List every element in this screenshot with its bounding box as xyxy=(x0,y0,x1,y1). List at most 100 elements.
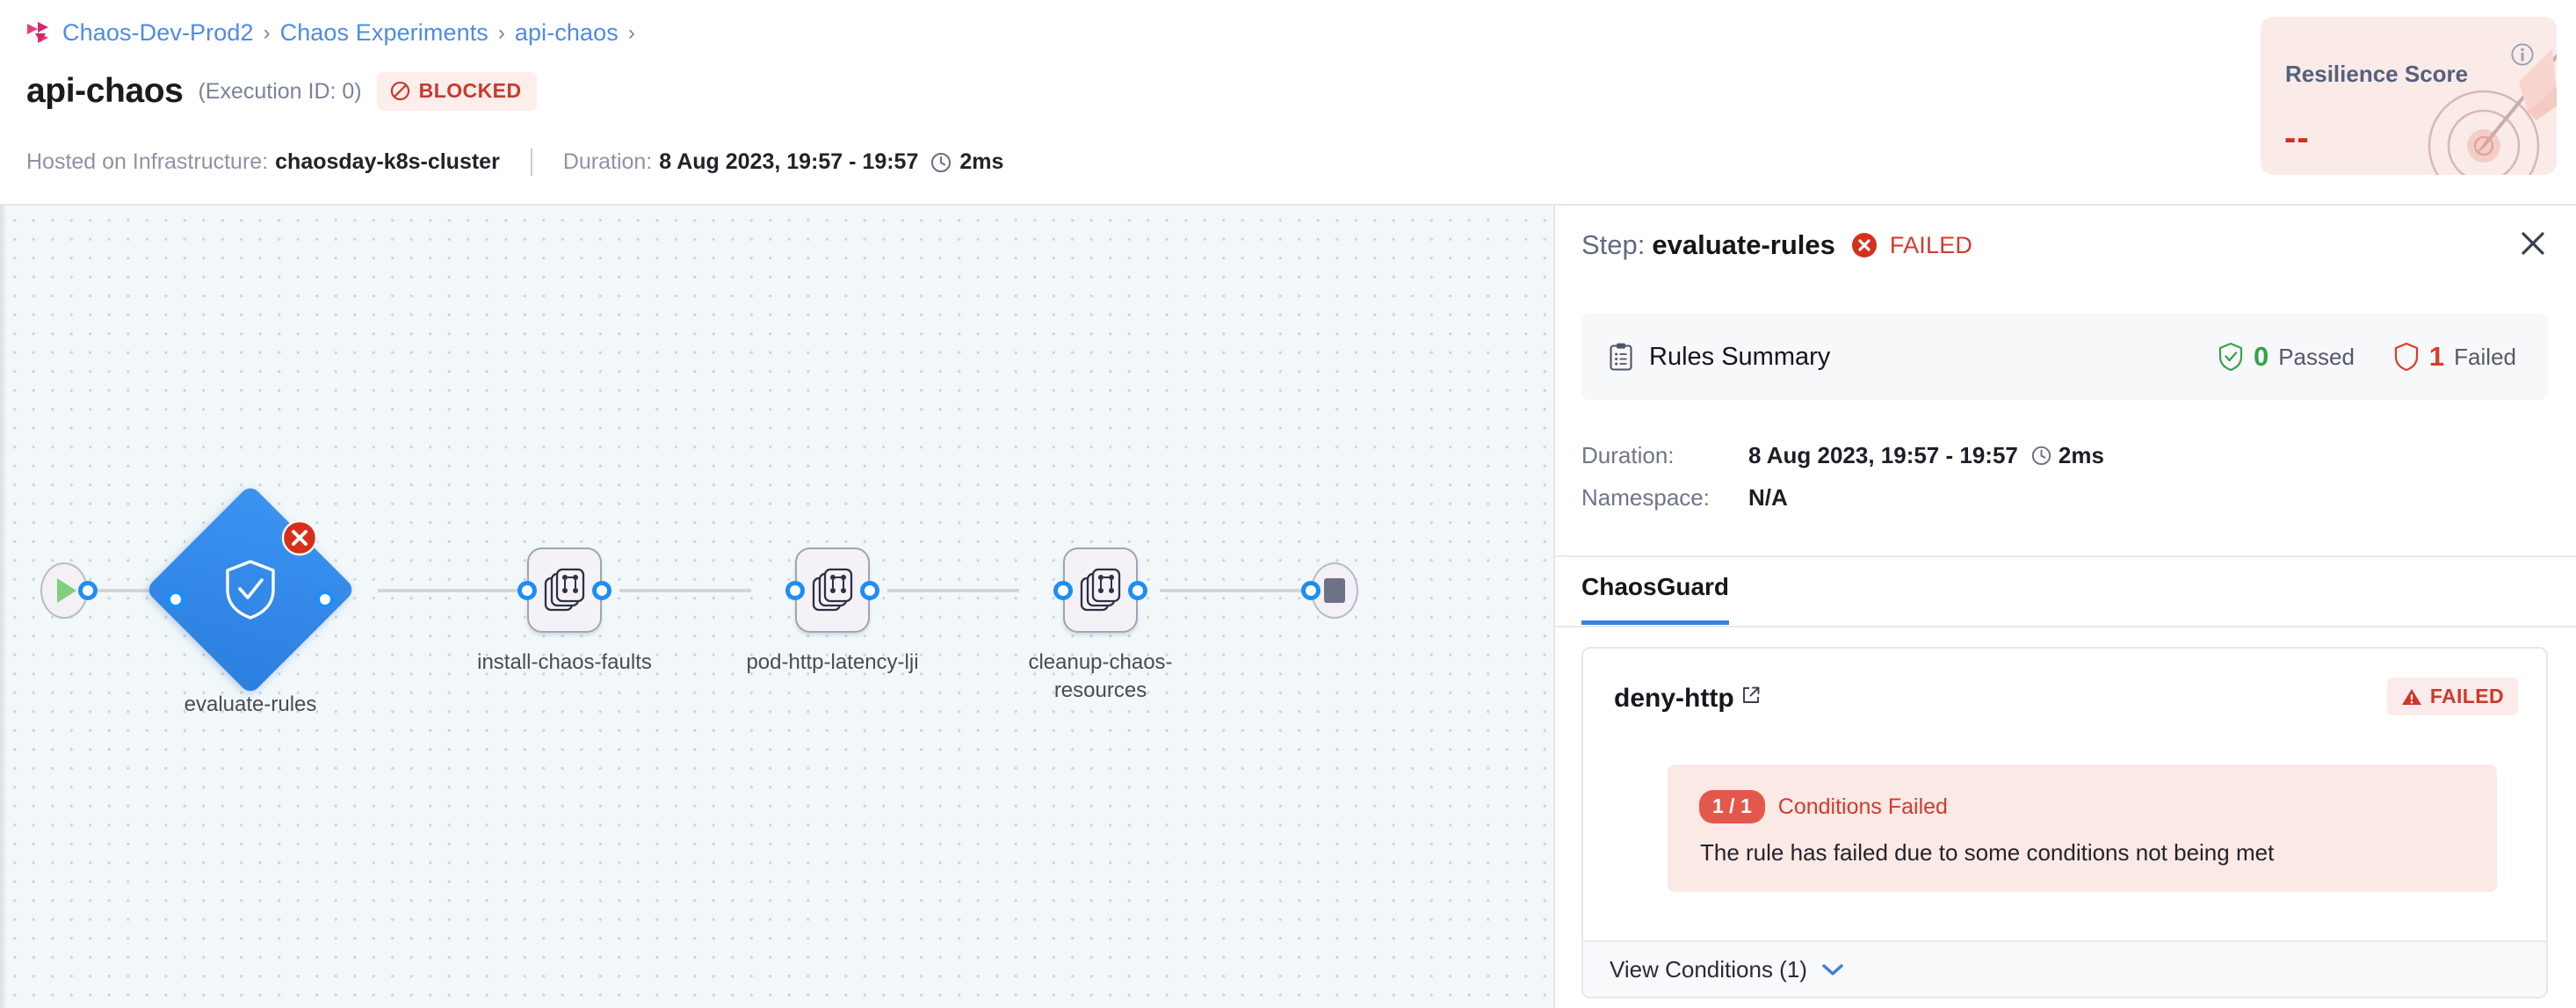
node-port-left[interactable] xyxy=(1053,580,1073,600)
graph-node-pod-http-latency-lji[interactable]: pod-http-latency-lji xyxy=(746,548,919,674)
node-port-left[interactable] xyxy=(785,580,805,600)
rule-card-header: deny-http xyxy=(1614,684,1761,714)
graph-node-label: evaluate-rules xyxy=(184,693,317,716)
diamond-icon-wrap xyxy=(176,515,325,664)
clipboard-icon xyxy=(1610,343,1632,371)
rule-card-deny-http: deny-http FAILED 1 / 1 Condition xyxy=(1581,647,2548,998)
duration-label: Duration: xyxy=(562,149,653,174)
blocked-circle-icon xyxy=(390,81,409,101)
infra-value: chaosday-k8s-cluster xyxy=(275,149,500,174)
title-row: api-chaos (Execution ID: 0) BLOCKED xyxy=(26,72,537,111)
step-status: FAILED xyxy=(1889,231,1973,258)
node-port-left[interactable] xyxy=(517,580,537,600)
panel-header: Step: evaluate-rules FAILED xyxy=(1555,206,2576,292)
execution-id: (Execution ID: 0) xyxy=(198,78,362,104)
detail-row-namespace: Namespace: N/A xyxy=(1581,476,2104,519)
pipeline-graph-canvas[interactable]: evaluate-rules install xyxy=(0,206,1553,1008)
target-dart-icon xyxy=(2428,48,2557,175)
rules-failed-stat: 1 Failed xyxy=(2393,341,2516,373)
rule-status-badge: FAILED xyxy=(2386,678,2518,715)
graph-node-label: cleanup-chaos-resources xyxy=(1028,650,1173,702)
conditions-failed-box: 1 / 1 Conditions Failed The rule has fai… xyxy=(1668,765,2497,892)
view-conditions-toggle[interactable]: View Conditions (1) xyxy=(1583,940,2546,997)
tab-chaosguard[interactable]: ChaosGuard xyxy=(1581,573,1730,625)
view-conditions-label: View Conditions (1) xyxy=(1610,955,1807,983)
node-port-right[interactable] xyxy=(78,581,98,600)
detail-value: N/A xyxy=(1748,483,1788,511)
rules-summary-title: Rules Summary xyxy=(1649,342,1831,371)
infra-label: Hosted on Infrastructure: xyxy=(26,149,269,174)
step-details-panel: Step: evaluate-rules FAILED xyxy=(1553,206,2576,1008)
graph-node-evaluate-rules[interactable]: evaluate-rules xyxy=(144,483,357,716)
graph-node-cleanup-chaos-resources[interactable]: cleanup-chaos-resources xyxy=(1028,548,1173,702)
step-details-list: Duration: 8 Aug 2023, 19:57 - 19:57 2ms … xyxy=(1581,434,2104,519)
panel-title: Step: evaluate-rules FAILED xyxy=(1581,229,1972,261)
breadcrumb-item-1[interactable]: Chaos Experiments xyxy=(279,19,488,46)
rules-passed-stat: 0 Passed xyxy=(2218,341,2355,373)
breadcrumb-item-2[interactable]: api-chaos xyxy=(514,19,619,46)
rules-summary-card: Rules Summary 0 Passed 1 Failed xyxy=(1581,314,2548,400)
breadcrumb-item-0[interactable]: Chaos-Dev-Prod2 xyxy=(62,19,254,46)
node-port-left[interactable] xyxy=(1301,581,1321,600)
node-port-left[interactable] xyxy=(166,590,185,609)
error-x-icon xyxy=(281,519,318,556)
breadcrumb: Chaos-Dev-Prod2 › Chaos Experiments › ap… xyxy=(26,19,635,47)
resilience-score-title: Resilience Score xyxy=(2285,61,2469,87)
chaos-fault-icon xyxy=(1080,568,1120,611)
shield-red-icon xyxy=(2394,342,2419,372)
page-header: Chaos-Dev-Prod2 › Chaos Experiments › ap… xyxy=(0,0,2576,205)
status-badge: BLOCKED xyxy=(376,72,537,111)
step-prefix-label: Step: xyxy=(1581,229,1646,260)
harness-logo-icon xyxy=(27,21,48,43)
conditions-count-pill: 1 / 1 xyxy=(1699,790,1765,823)
node-port-right[interactable] xyxy=(860,580,879,600)
detail-key: Duration: xyxy=(1581,441,1675,468)
duration-value: 8 Aug 2023, 19:57 - 19:57 xyxy=(659,149,919,174)
graph-edge xyxy=(69,589,227,592)
conditions-failed-description: The rule has failed due to some conditio… xyxy=(1700,839,2275,866)
duration-elapsed: 2ms xyxy=(959,149,1004,174)
rules-failed-label: Failed xyxy=(2454,343,2516,370)
graph-edge xyxy=(1160,589,1309,592)
breadcrumb-separator: › xyxy=(263,20,271,45)
breadcrumb-separator: › xyxy=(627,20,635,45)
detail-extra: 2ms xyxy=(2058,441,2104,468)
graph-start-node[interactable] xyxy=(40,562,98,619)
detail-row-duration: Duration: 8 Aug 2023, 19:57 - 19:57 2ms xyxy=(1581,434,2104,476)
shield-check-green-icon xyxy=(2218,342,2243,372)
graph-end-node[interactable] xyxy=(1301,562,1358,619)
chaos-fault-icon xyxy=(812,568,852,611)
rules-passed-label: Passed xyxy=(2278,343,2355,370)
node-port-right[interactable] xyxy=(315,590,335,609)
rules-passed-count: 0 xyxy=(2253,341,2269,372)
graph-node-label: install-chaos-faults xyxy=(477,650,652,674)
rule-name: deny-http xyxy=(1614,684,1734,713)
close-icon[interactable] xyxy=(2514,225,2551,262)
rules-summary-stats: 0 Passed 1 Failed xyxy=(2218,341,2516,373)
header-meta: Hosted on Infrastructure: chaosday-k8s-c… xyxy=(26,149,1003,176)
warning-triangle-icon xyxy=(2401,688,2421,705)
graph-node-label: pod-http-latency-lji xyxy=(746,650,919,674)
resilience-score-card: Resilience Score -- xyxy=(2261,17,2557,175)
stop-icon xyxy=(1324,578,1345,603)
step-node-shape xyxy=(795,548,870,633)
graph-edge xyxy=(887,589,1019,592)
node-port-right[interactable] xyxy=(1128,580,1147,600)
graph-node-install-chaos-faults[interactable]: install-chaos-faults xyxy=(477,548,652,674)
detail-value-group: 8 Aug 2023, 19:57 - 19:57 2ms xyxy=(1748,442,2104,469)
tabs-underline xyxy=(1555,626,2576,627)
rules-failed-count: 1 xyxy=(2428,341,2445,372)
step-name: evaluate-rules xyxy=(1652,229,1835,260)
panel-tabs: ChaosGuard xyxy=(1555,555,2576,627)
graph-edge xyxy=(378,589,527,592)
conditions-failed-header: 1 / 1 Conditions Failed xyxy=(1699,790,1948,823)
header-divider xyxy=(0,204,2576,206)
resilience-score-value: -- xyxy=(2284,119,2310,157)
rules-summary-title-group: Rules Summary xyxy=(1608,342,1830,372)
node-port-right[interactable] xyxy=(592,580,611,600)
info-icon[interactable] xyxy=(2510,42,2535,67)
external-link-icon[interactable] xyxy=(1741,685,1761,705)
play-icon xyxy=(57,578,76,603)
breadcrumb-separator: › xyxy=(497,20,505,45)
shield-check-icon xyxy=(226,560,275,620)
